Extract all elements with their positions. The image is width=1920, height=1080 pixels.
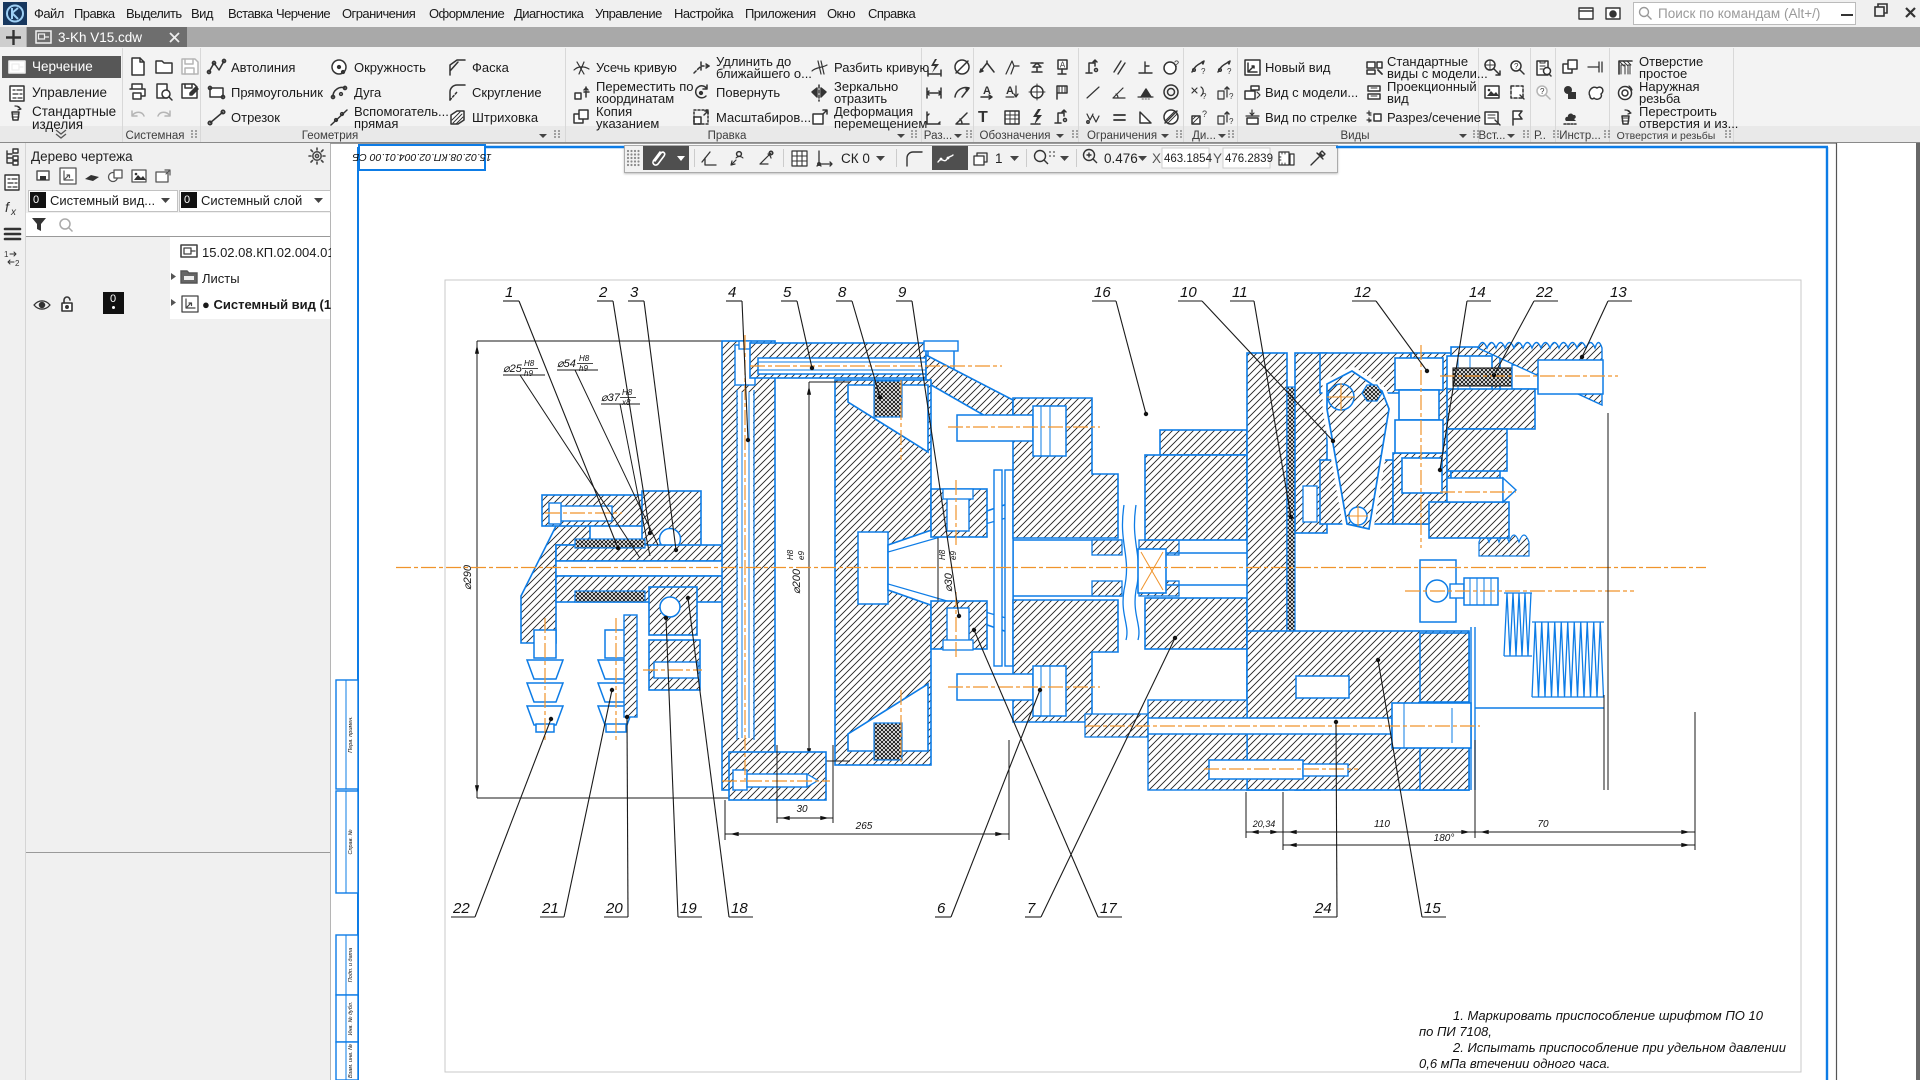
svg-text:e9: e9 (797, 551, 806, 560)
svg-text:h9: h9 (579, 364, 588, 373)
svg-text:Подп. и дата: Подп. и дата (348, 948, 354, 982)
svg-text:15.02.08.КП.02.004.01.00 СБ: 15.02.08.КП.02.004.01.00 СБ (352, 151, 491, 163)
svg-text:2: 2 (598, 284, 608, 301)
svg-text:T: T (978, 109, 988, 126)
svg-text:180°: 180° (1434, 833, 1455, 844)
svg-text:10: 10 (1180, 284, 1197, 301)
svg-text:?: ? (1227, 67, 1232, 76)
svg-text:11: 11 (1232, 284, 1248, 301)
svg-text:H8: H8 (524, 359, 535, 368)
svg-text:Справ. №: Справ. № (348, 829, 354, 854)
svg-text:Перв. примен.: Перв. примен. (348, 716, 354, 753)
svg-text:9: 9 (898, 284, 907, 301)
svg-text:0,6 мПа втечении одного часа.: 0,6 мПа втечении одного часа. (1419, 1056, 1610, 1071)
svg-text:1: 1 (995, 151, 1003, 166)
svg-text:?: ? (1174, 59, 1179, 69)
svg-text:A: A (1060, 61, 1066, 70)
svg-text:17: 17 (1100, 900, 1117, 917)
svg-text:?: ? (1201, 67, 1206, 76)
svg-text:18: 18 (731, 900, 748, 917)
svg-text:?: ? (1229, 117, 1234, 126)
svg-text:Y: Y (1213, 151, 1222, 166)
svg-text:⌀25: ⌀25 (503, 363, 523, 375)
svg-text:1. Маркировать приспособление: 1. Маркировать приспособление шрифтом ПО… (1453, 1008, 1764, 1023)
svg-text:⌀37: ⌀37 (601, 392, 621, 404)
svg-text:X: X (1152, 151, 1161, 166)
svg-text:463.1854: 463.1854 (1164, 153, 1213, 165)
svg-text:Инв. № дубл.: Инв. № дубл. (348, 1002, 354, 1036)
svg-text:476.2839: 476.2839 (1225, 153, 1273, 165)
svg-text:0.476: 0.476 (1104, 151, 1138, 166)
svg-text:?: ? (1202, 109, 1207, 119)
svg-text:?: ? (1540, 87, 1545, 96)
svg-text:20,34: 20,34 (1252, 819, 1276, 829)
svg-text:110: 110 (1374, 819, 1390, 830)
svg-text:1: 1 (4, 250, 9, 259)
svg-text:4: 4 (728, 284, 736, 301)
svg-text:2. Испытать приспособление при: 2. Испытать приспособление при удельном … (1452, 1040, 1786, 1055)
svg-text:19: 19 (680, 900, 697, 917)
svg-text:⌀290: ⌀290 (462, 564, 474, 590)
svg-text:6: 6 (937, 900, 946, 917)
svg-text:20: 20 (605, 900, 623, 917)
svg-text:СК 0: СК 0 (841, 151, 870, 166)
svg-text:?: ? (1202, 92, 1207, 101)
svg-text:70: 70 (1537, 819, 1549, 830)
svg-text:f: f (5, 199, 11, 215)
svg-text:8: 8 (838, 284, 847, 301)
svg-text:⌀54: ⌀54 (557, 358, 576, 370)
svg-text:H8: H8 (786, 549, 795, 560)
svg-text:265: 265 (855, 821, 873, 832)
svg-text:1: 1 (505, 284, 513, 301)
svg-text:A: A (983, 85, 991, 97)
svg-text:14: 14 (1469, 284, 1486, 301)
svg-text:21: 21 (541, 900, 559, 917)
svg-text:Взам. инв. №: Взам. инв. № (348, 1044, 354, 1078)
svg-text:A: A (1006, 85, 1014, 97)
svg-text:2: 2 (15, 259, 20, 268)
svg-text:x8: x8 (621, 398, 631, 407)
svg-text:15: 15 (1424, 900, 1441, 917)
svg-text:30: 30 (796, 804, 808, 815)
svg-text:h9: h9 (524, 369, 533, 378)
svg-text:5: 5 (783, 284, 792, 301)
svg-text:H8: H8 (938, 549, 947, 560)
svg-text:?: ? (1514, 62, 1519, 71)
svg-text:12: 12 (1354, 284, 1371, 301)
svg-text:⌀200: ⌀200 (791, 568, 803, 594)
svg-text:по ПИ 7108,: по ПИ 7108, (1419, 1024, 1492, 1039)
svg-text:e9: e9 (949, 551, 958, 560)
svg-text:13: 13 (1610, 284, 1627, 301)
svg-text:x: x (10, 207, 17, 218)
svg-text:⌀30: ⌀30 (943, 572, 955, 592)
svg-text:?: ? (1229, 92, 1234, 101)
svg-text:3: 3 (630, 284, 639, 301)
svg-text:24: 24 (1314, 900, 1332, 917)
svg-text:7: 7 (1027, 900, 1036, 917)
svg-text:22: 22 (452, 900, 470, 917)
svg-text:22: 22 (1535, 284, 1553, 301)
svg-text:H8: H8 (579, 354, 590, 363)
svg-text:16: 16 (1094, 284, 1111, 301)
